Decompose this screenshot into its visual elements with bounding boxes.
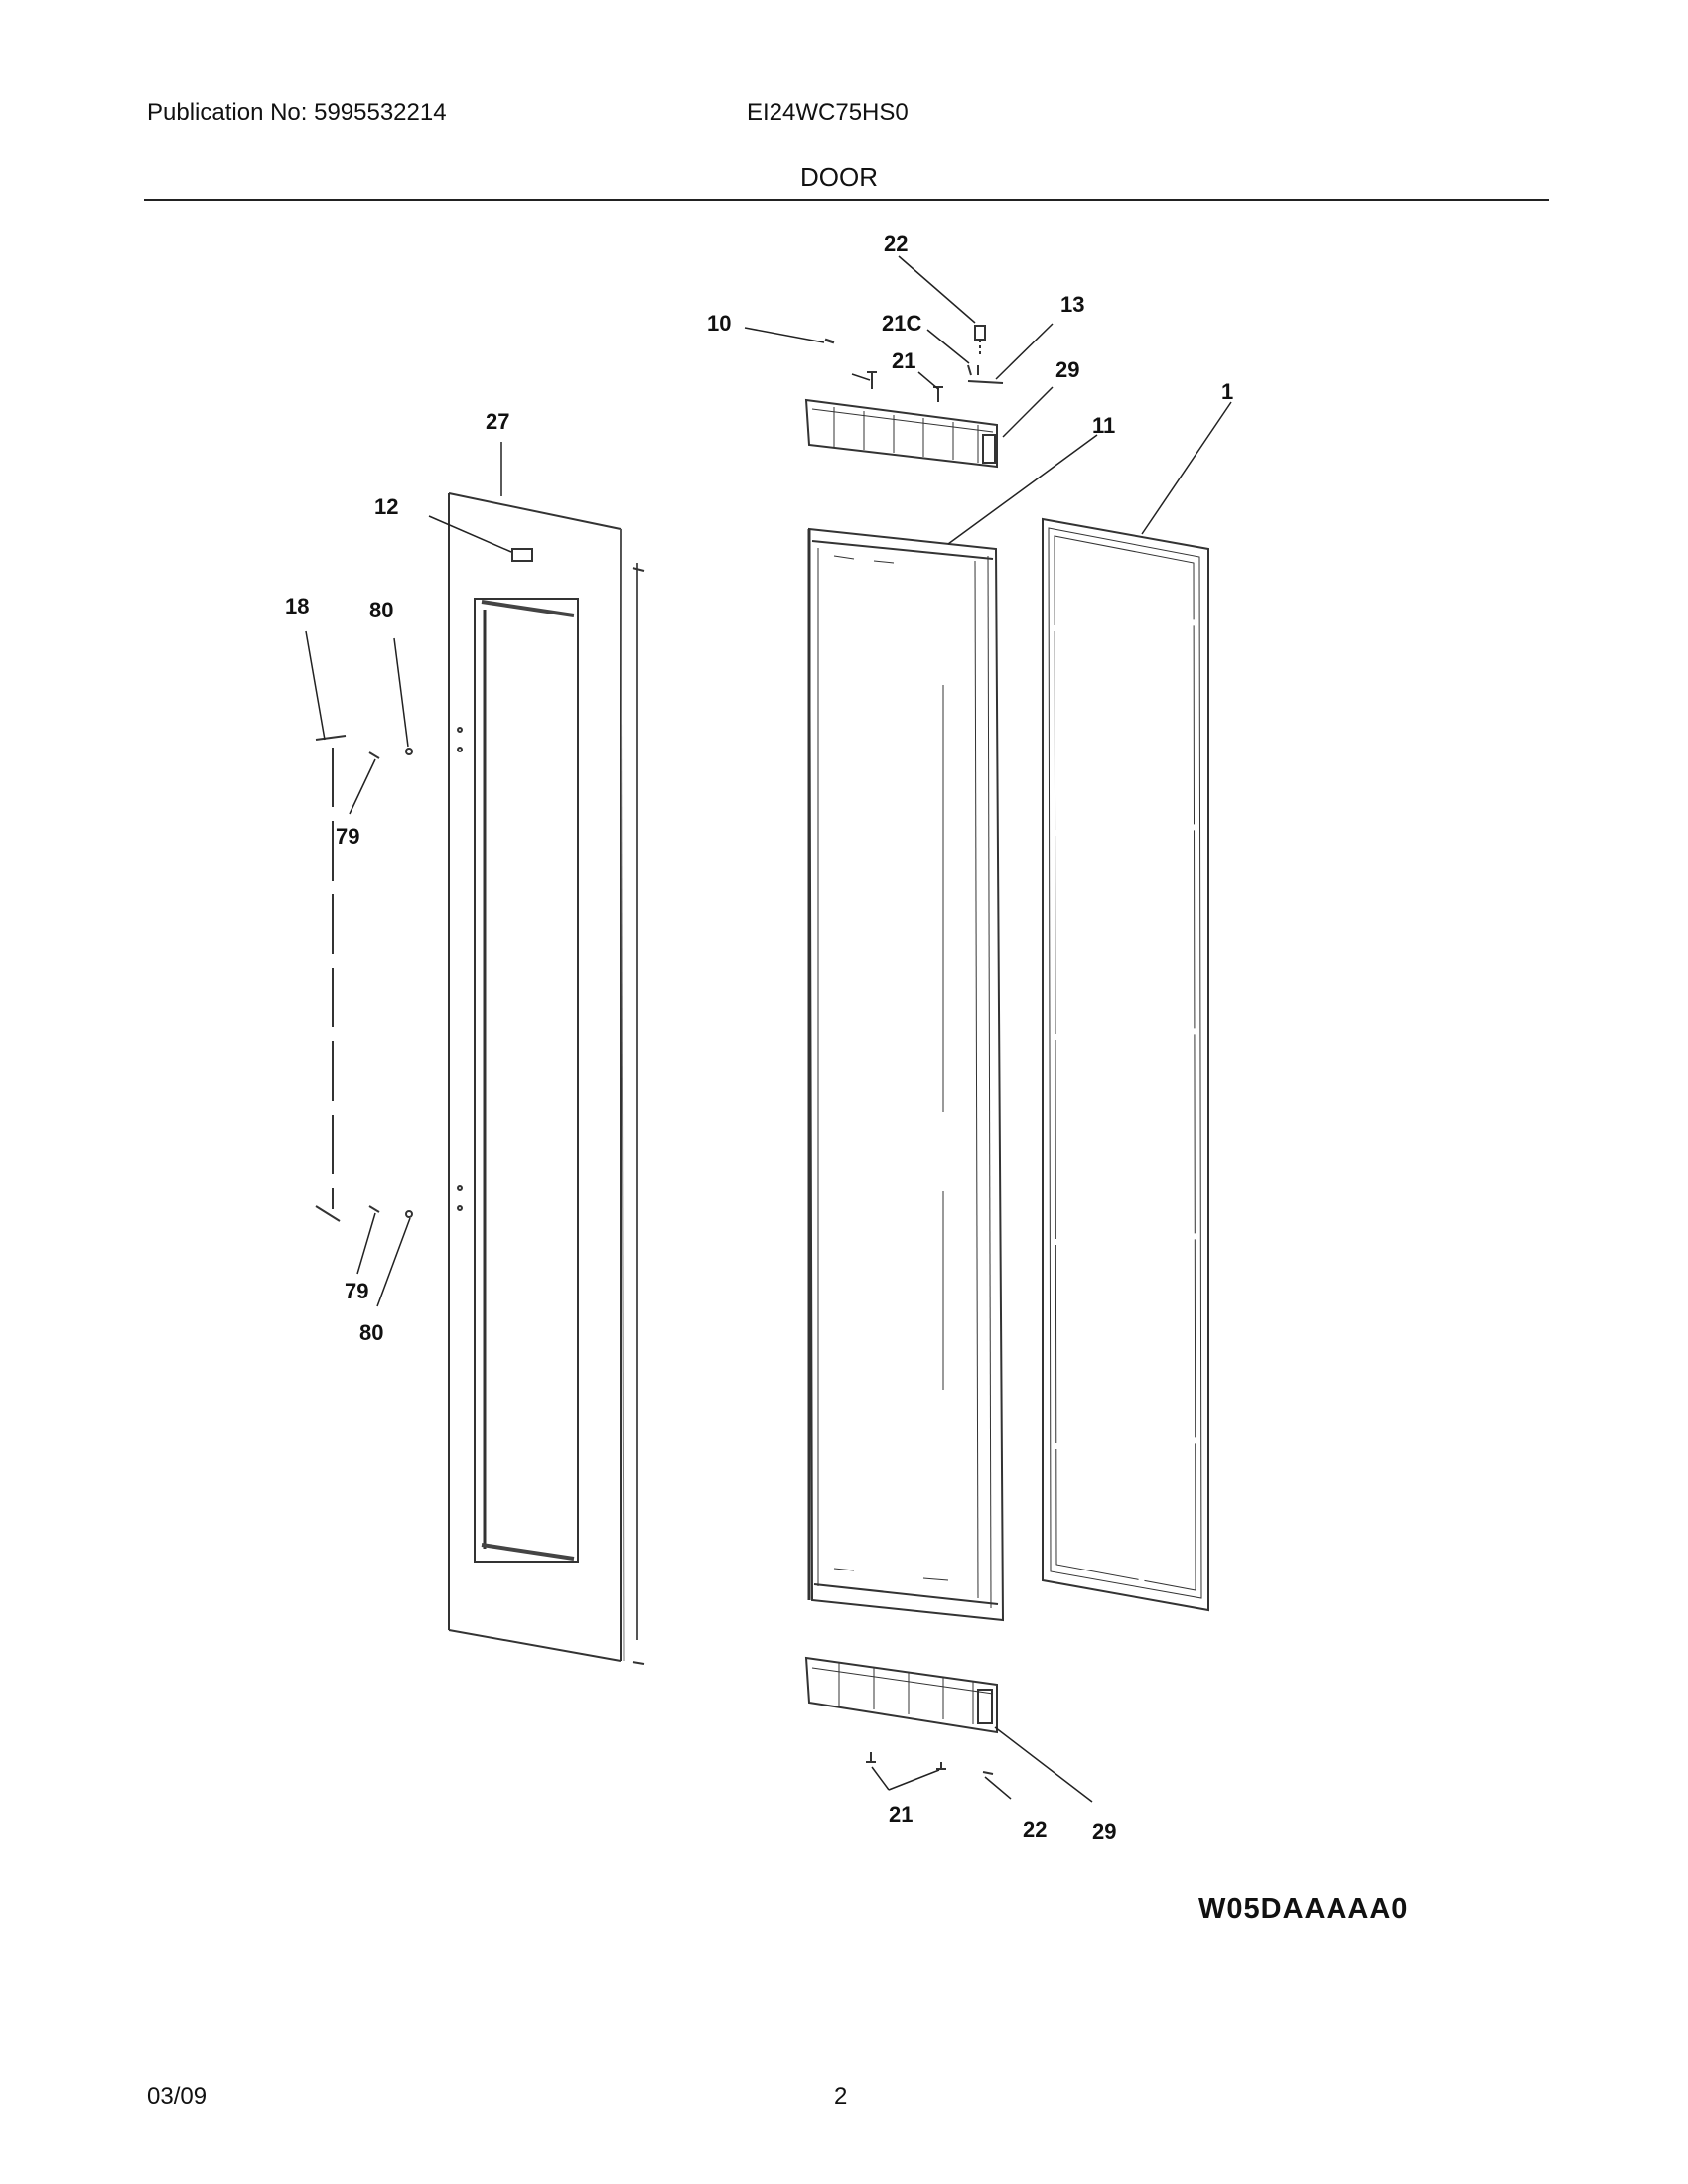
model-number: EI24WC75HS0 (747, 99, 909, 126)
callout-27: 27 (486, 409, 509, 434)
leader-lines (305, 255, 1232, 1803)
callout-10: 10 (707, 311, 731, 336)
footer-date: 03/09 (147, 2083, 208, 2110)
callout-labels: 22 13 10 21C 21 29 1 11 27 12 18 80 79 7… (285, 231, 1233, 1843)
door-liner (807, 527, 1005, 1622)
door-gasket (1042, 517, 1209, 1612)
bottom-hinge-cap (804, 1656, 998, 1734)
callout-1: 1 (1221, 379, 1233, 404)
top-hinge-cap (804, 398, 998, 469)
top-hardware (824, 325, 1004, 402)
section-title: DOOR (800, 162, 878, 192)
callout-22-top: 22 (884, 231, 908, 256)
header-rule (144, 199, 1549, 201)
callout-79-lower: 79 (345, 1279, 368, 1303)
callout-18: 18 (285, 594, 309, 618)
bottom-hardware (866, 1752, 994, 1775)
callout-80-lower: 80 (359, 1320, 383, 1345)
callout-80-upper: 80 (369, 598, 393, 622)
callout-11: 11 (1092, 413, 1115, 438)
callout-22-bottom: 22 (1023, 1817, 1047, 1842)
callout-21-bottom: 21 (889, 1802, 913, 1827)
publication-number: Publication No: 5995532214 (147, 99, 447, 126)
callout-79-upper: 79 (336, 824, 359, 849)
door-outer-panel (448, 492, 645, 1665)
page-number: 2 (834, 2083, 848, 2110)
callout-21c: 21C (882, 311, 921, 336)
diagram-code: W05DAAAAA0 (1198, 1893, 1409, 1925)
door-handle (315, 735, 413, 1222)
callout-29-top: 29 (1055, 357, 1079, 382)
callout-29-bottom: 29 (1092, 1819, 1116, 1843)
callout-21-top: 21 (892, 348, 915, 373)
callout-13: 13 (1060, 292, 1084, 317)
callout-12: 12 (374, 494, 398, 519)
